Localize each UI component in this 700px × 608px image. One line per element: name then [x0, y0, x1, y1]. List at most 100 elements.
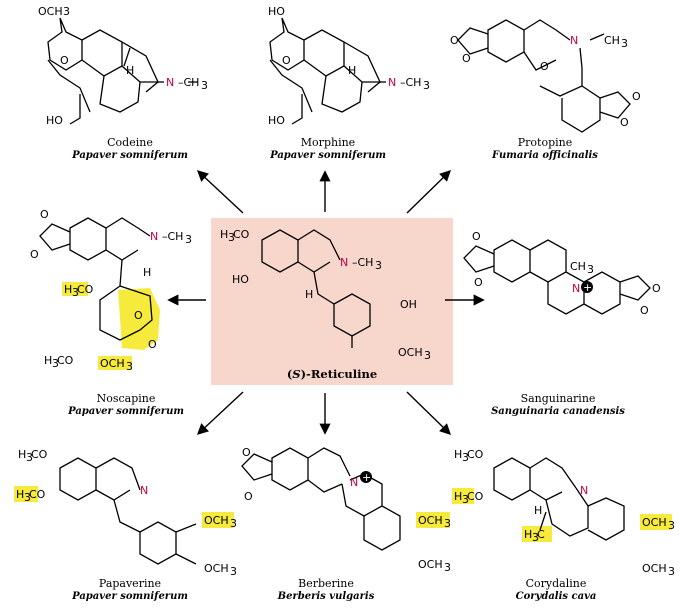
- reaction-arrows: [167, 170, 485, 435]
- morphine-n-label: N: [388, 76, 396, 89]
- protopine-n-label: N: [570, 34, 578, 47]
- caption-berberine: Berberine Berberis vulgaris: [236, 577, 416, 603]
- caption-noscapine: Noscapine Papaver somniferum: [36, 392, 216, 418]
- papaverine-structure: H 3 CO H 3 CO N OCH 3 OCH 3: [14, 448, 237, 578]
- protopine-o4: O: [620, 116, 629, 129]
- morphine-ho-label: HO: [268, 5, 285, 18]
- noscapine-lactone-highlight: [118, 288, 160, 350]
- corydaline-h3co1-sub: 3: [462, 451, 469, 464]
- berberine-plus: +: [362, 471, 371, 484]
- morphine-ch3-label: –CH: [400, 76, 421, 89]
- corydaline-h3co2-co: CO: [467, 490, 484, 503]
- morphine-o-label: O: [282, 54, 291, 67]
- papaverine-h3co-highlight: [14, 486, 38, 502]
- protopine-o1: O: [450, 34, 459, 47]
- corydaline-h3c-c: C: [537, 528, 545, 541]
- papaverine-och3-1: OCH: [204, 514, 229, 527]
- reticuline-ch3-sub: 3: [375, 259, 382, 272]
- corydaline-h3co2: H: [454, 490, 462, 503]
- papaverine-h3co1-co: CO: [31, 448, 48, 461]
- sanguinarine-o3: O: [652, 282, 661, 295]
- papaverine-och3-1-sub: 3: [230, 517, 237, 530]
- papaverine-och3-2: OCH: [204, 562, 229, 575]
- berberine-name: Berberine: [298, 577, 354, 590]
- reticuline-och3-sub: 3: [424, 349, 431, 362]
- reticuline-caption-pre: (: [286, 367, 293, 381]
- noscapine-h3co2-sub: 3: [52, 357, 59, 370]
- reticuline-ho: HO: [232, 273, 249, 286]
- berberine-och3-highlight: [416, 512, 450, 528]
- noscapine-h3co-co: CO: [77, 283, 94, 296]
- noscapine-source: Papaver somniferum: [68, 406, 184, 417]
- corydaline-h3c: H: [524, 528, 532, 541]
- corydaline-h3co1-co: CO: [467, 448, 484, 461]
- berberine-och3-1-sub: 3: [444, 517, 451, 530]
- corydaline-ch3-highlight: [522, 526, 552, 542]
- corydaline-n: N: [580, 484, 588, 497]
- papaverine-och3-2-sub: 3: [230, 565, 237, 578]
- caption-morphine: Morphine Papaver somniferum: [238, 136, 418, 162]
- sanguinarine-name: Sanguinarine: [520, 392, 596, 405]
- sanguinarine-plus-charge: [581, 281, 593, 293]
- codeine-ch3-sub: 3: [201, 79, 208, 92]
- codeine-och3-sub: 3: [63, 5, 70, 18]
- codeine-structure: OCH 3 O H N –CH 3 HO: [38, 5, 208, 127]
- noscapine-och3-highlight: [98, 356, 132, 370]
- codeine-ho-label: HO: [46, 114, 63, 127]
- caption-corydaline: Corydaline Corydalis cava: [466, 577, 646, 603]
- morphine-structure: HO O H N –CH 3 HO: [268, 5, 430, 127]
- noscapine-h: H: [143, 266, 151, 279]
- papaverine-n: N: [140, 484, 148, 497]
- noscapine-o4: O: [148, 338, 157, 351]
- reticuline-oh: OH: [400, 298, 417, 311]
- noscapine-h3co-highlight: [62, 282, 88, 296]
- protopine-ch3-sub: 3: [621, 37, 628, 50]
- sanguinarine-o2: O: [474, 276, 483, 289]
- morphine-ho2-label: HO: [268, 114, 285, 127]
- sanguinarine-n: N: [572, 282, 580, 295]
- protopine-o3: O: [632, 90, 641, 103]
- berberine-structure: + O O N OCH 3 OCH 3: [241, 446, 451, 574]
- noscapine-och3: OCH: [100, 357, 125, 370]
- codeine-ch3-label: –CH: [178, 76, 199, 89]
- reticuline-highlight-box: [211, 218, 453, 385]
- corydaline-structure: H 3 CO H 3 CO N H H 3 C OCH 3 OCH 3: [452, 448, 675, 578]
- noscapine-name: Noscapine: [96, 392, 156, 405]
- reticuline-h: H: [305, 288, 313, 301]
- berberine-o1: O: [242, 446, 251, 459]
- reticuline-structure: H 3 CO HO N –CH 3 H OH OCH 3: [220, 228, 431, 362]
- caption-papaverine: Papaverine Papaver somniferum: [40, 577, 220, 603]
- papaverine-h3co2-co: CO: [29, 488, 46, 501]
- papaverine-h3co2: H: [16, 488, 24, 501]
- protopine-ch3-label: CH: [604, 34, 620, 47]
- codeine-n-label: N: [166, 76, 174, 89]
- sanguinarine-o1: O: [472, 230, 481, 243]
- noscapine-n-label: N: [150, 230, 158, 243]
- protopine-o2: O: [462, 52, 471, 65]
- berberine-och3-1: OCH: [418, 514, 443, 527]
- corydaline-name: Corydaline: [525, 577, 587, 590]
- sanguinarine-ch3-sub: 3: [587, 263, 594, 276]
- reticuline-och3: OCH: [398, 346, 423, 359]
- berberine-plus-charge: [360, 471, 372, 483]
- morphine-ch3-sub: 3: [423, 79, 430, 92]
- sanguinarine-ch3: CH: [570, 260, 586, 273]
- morphine-source: Papaver somniferum: [270, 150, 386, 161]
- noscapine-o3: O: [134, 309, 143, 322]
- berberine-och3-2: OCH: [418, 558, 443, 571]
- reticuline-caption: (S)-Reticuline: [211, 367, 453, 381]
- noscapine-h3co2: H: [44, 354, 52, 367]
- noscapine-h3co: H: [64, 283, 72, 296]
- caption-sanguinarine: Sanguinarine Sanguinaria canadensis: [468, 392, 648, 418]
- protopine-structure: O O N CH 3 O O O: [450, 19, 641, 133]
- reticuline-h3co: H: [220, 228, 228, 241]
- caption-codeine: Codeine Papaver somniferum: [40, 136, 220, 162]
- reticuline-caption-post: )-Reticuline: [300, 367, 378, 381]
- reticuline-caption-s: S: [292, 367, 301, 381]
- corydaline-h3co-highlight: [452, 488, 474, 504]
- berberine-n: N: [350, 476, 358, 489]
- papaverine-h3co2-sub: 3: [24, 491, 31, 504]
- berberine-och3-2-sub: 3: [444, 561, 451, 574]
